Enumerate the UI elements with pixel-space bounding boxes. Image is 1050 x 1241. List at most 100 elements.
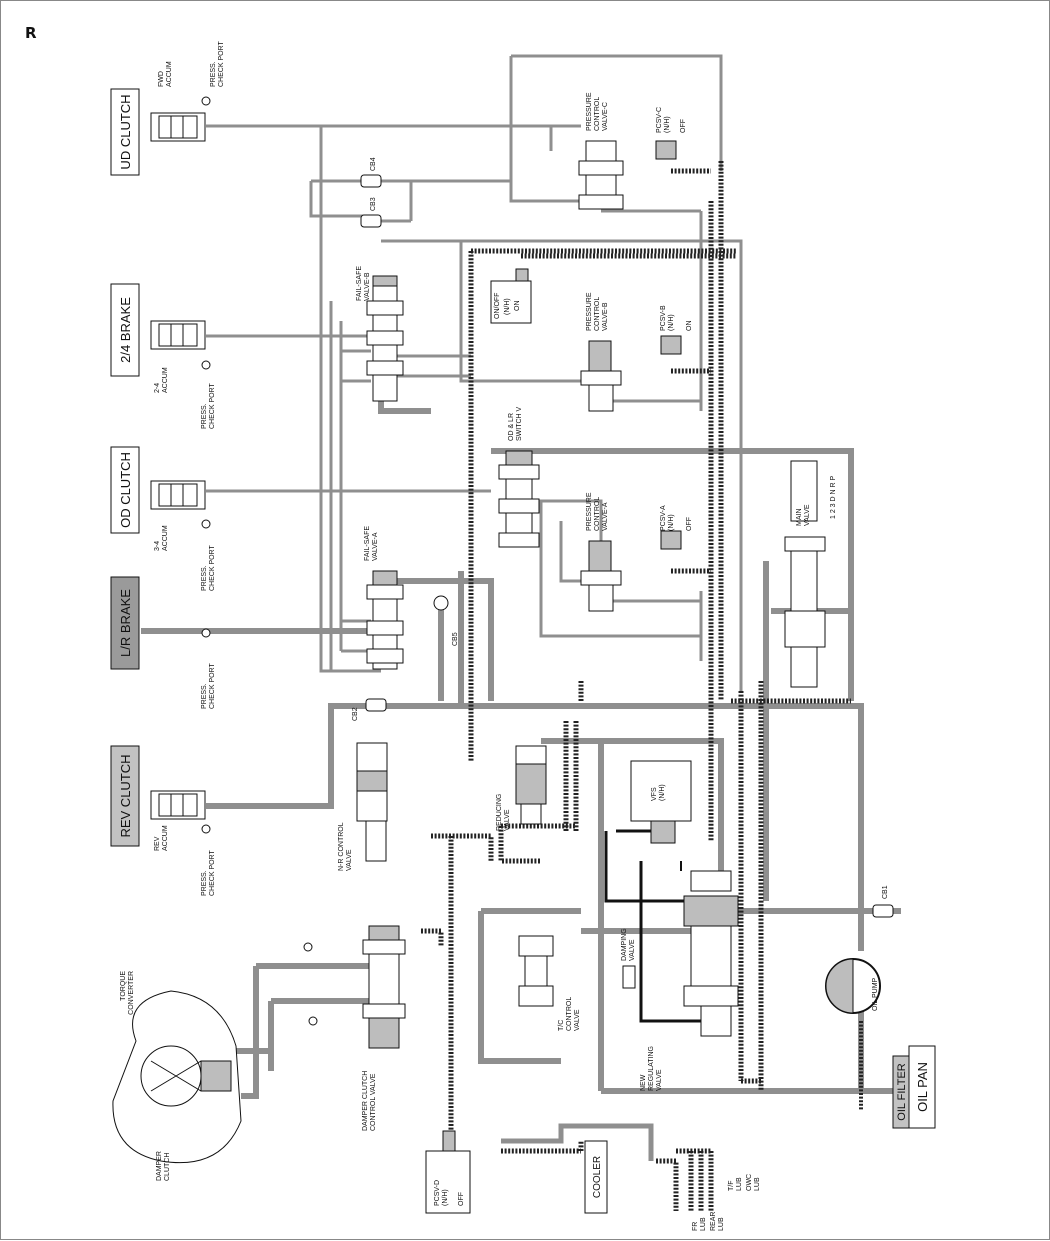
svg-text:DAMPER: DAMPER — [156, 1151, 163, 1181]
svg-text:REDUCING: REDUCING — [496, 794, 503, 831]
reducing-valve: REDUCING VALVE — [496, 745, 547, 831]
svg-text:ON/OFF: ON/OFF — [494, 293, 501, 319]
od-clutch[interactable]: OD CLUTCH — [110, 446, 140, 534]
svg-text:PCSV-B: PCSV-B — [660, 305, 667, 331]
lubrication-outlets: FR LUB REAR LUB T/F LUB OWC LUB — [692, 1174, 761, 1231]
vfs-solenoid: VFS (N/H) — [630, 760, 692, 844]
svg-text:REV: REV — [154, 836, 161, 851]
svg-text:FAIL-SAFE: FAIL-SAFE — [356, 266, 363, 301]
svg-text:OIL FILTER: OIL FILTER — [896, 1063, 908, 1121]
svg-text:PRESSURE: PRESSURE — [586, 92, 593, 131]
od-lr-switch-valve: OD & LR SWITCH V — [498, 406, 540, 548]
svg-text:UD CLUTCH: UD CLUTCH — [118, 94, 133, 169]
svg-text:CB5: CB5 — [452, 632, 459, 646]
svg-text:PRESS.: PRESS. — [201, 870, 208, 896]
torque-converter: TORQUE CONVERTER DAMPER CLUTCH — [112, 971, 242, 1181]
svg-text:ACCUM: ACCUM — [162, 367, 169, 393]
svg-text:OIL PAN: OIL PAN — [915, 1062, 930, 1112]
check-ball-cb3: CB3 — [360, 197, 382, 228]
main-valve: MAIN VALVE 1 2 3 D N R P — [784, 460, 837, 688]
svg-text:CHECK PORT: CHECK PORT — [209, 663, 216, 709]
svg-text:(N/H): (N/H) — [659, 784, 666, 801]
pressure-control-valve-a: PRESSURE CONTROL VALVE-A PCSV-A (N/H) OF… — [580, 492, 693, 612]
svg-text:T/C: T/C — [558, 1020, 565, 1031]
accumulator-34: 3-4 ACCUM PRESS. CHECK PORT — [150, 480, 216, 591]
check-ball-cb4: CB4 — [360, 157, 382, 188]
svg-text:CONTROL: CONTROL — [566, 997, 573, 1031]
svg-text:L/R BRAKE: L/R BRAKE — [118, 589, 133, 657]
fail-safe-valve-b: FAIL-SAFE VALVE-B — [356, 266, 404, 402]
svg-text:CB3: CB3 — [370, 197, 377, 211]
brake-24[interactable]: 2/4 BRAKE — [110, 283, 140, 377]
svg-text:VALVE: VALVE — [629, 939, 636, 961]
svg-text:FWD: FWD — [158, 71, 165, 87]
svg-text:CONTROL: CONTROL — [594, 297, 601, 331]
corner-mark: R — [25, 24, 37, 42]
svg-text:VALVE: VALVE — [656, 1069, 663, 1091]
svg-text:(N/H): (N/H) — [668, 314, 675, 331]
pressure-control-valve-c: PRESSURE CONTROL VALVE-C PCSV-C (N/H) OF… — [578, 92, 687, 210]
svg-text:PCSV-D: PCSV-D — [434, 1180, 441, 1206]
svg-text:LUB: LUB — [718, 1217, 725, 1231]
svg-text:VALVE-B: VALVE-B — [364, 272, 371, 301]
svg-text:2/4 BRAKE: 2/4 BRAKE — [118, 297, 133, 363]
svg-text:OIL PUMP: OIL PUMP — [872, 977, 879, 1011]
svg-text:SWITCH V: SWITCH V — [516, 406, 523, 441]
accumulator-24: 2-4 ACCUM PRESS. CHECK PORT — [150, 320, 216, 429]
svg-text:PCSV-A: PCSV-A — [660, 505, 667, 531]
svg-text:FR: FR — [692, 1222, 699, 1231]
svg-text:FAIL-SAFE: FAIL-SAFE — [364, 526, 371, 561]
svg-text:ON: ON — [686, 321, 693, 332]
oil-pump: OIL PUMP — [825, 958, 881, 1014]
svg-text:3-4: 3-4 — [154, 541, 161, 551]
oil-filter[interactable]: OIL FILTER — [892, 1055, 910, 1129]
svg-text:OWC: OWC — [746, 1174, 753, 1191]
svg-text:VALVE-A: VALVE-A — [602, 502, 609, 531]
svg-text:CONTROL VALVE: CONTROL VALVE — [370, 1073, 377, 1131]
svg-text:OFF: OFF — [458, 1192, 465, 1206]
svg-text:(N/H): (N/H) — [664, 116, 671, 133]
svg-text:OD & LR: OD & LR — [508, 413, 515, 441]
svg-text:REAR: REAR — [710, 1212, 717, 1231]
svg-text:VALVE: VALVE — [504, 809, 511, 831]
svg-text:NEW: NEW — [640, 1074, 647, 1091]
damper-clutch-control-valve: DAMPER CLUTCH CONTROL VALVE — [303, 925, 406, 1131]
rev-clutch[interactable]: REV CLUTCH — [110, 745, 140, 847]
svg-text:(N/H): (N/H) — [504, 298, 511, 315]
check-ball-cb2: CB2 — [352, 698, 387, 721]
svg-text:VALVE: VALVE — [574, 1009, 581, 1031]
svg-text:CB4: CB4 — [370, 157, 377, 171]
check-ball-cb5: CB5 — [433, 595, 459, 646]
svg-text:PRESS.: PRESS. — [210, 61, 217, 87]
svg-text:TORQUE: TORQUE — [120, 971, 127, 1001]
svg-text:REGULATING: REGULATING — [648, 1046, 655, 1091]
svg-text:CHECK PORT: CHECK PORT — [209, 545, 216, 591]
svg-text:ACCUM: ACCUM — [162, 825, 169, 851]
hatched-lines — [421, 161, 863, 1211]
svg-text:PRESS.: PRESS. — [201, 403, 208, 429]
svg-text:ACCUM: ACCUM — [166, 61, 173, 87]
ud-clutch[interactable]: UD CLUTCH — [110, 88, 140, 176]
svg-text:CB1: CB1 — [882, 885, 889, 899]
svg-text:PRESSURE: PRESSURE — [586, 292, 593, 331]
fwd-accumulator: FWD ACCUM PRESS. CHECK PORT — [150, 41, 225, 142]
svg-text:DAMPING: DAMPING — [621, 928, 628, 961]
cooler[interactable]: COOLER — [584, 1140, 608, 1214]
svg-text:LUB: LUB — [736, 1177, 743, 1191]
check-ball-cb1: CB1 — [872, 885, 894, 918]
oil-pan[interactable]: OIL PAN — [908, 1045, 936, 1129]
svg-text:DAMPER CLUTCH: DAMPER CLUTCH — [362, 1071, 369, 1131]
onoff-solenoid: ON/OFF (N/H) ON — [490, 268, 532, 324]
svg-text:ACCUM: ACCUM — [162, 525, 169, 551]
pressure-control-valve-b: PRESSURE CONTROL VALVE-B PCSV-B (N/H) ON — [580, 292, 693, 412]
svg-text:VALVE-B: VALVE-B — [602, 302, 609, 331]
svg-text:ON: ON — [514, 301, 521, 312]
svg-text:PRESS.: PRESS. — [201, 565, 208, 591]
svg-text:PRESSURE: PRESSURE — [586, 492, 593, 531]
tc-control-valve: T/C CONTROL VALVE — [518, 935, 581, 1031]
lr-brake[interactable]: L/R BRAKE — [110, 576, 140, 670]
nr-control-valve: N-R CONTROL VALVE — [338, 742, 388, 871]
lr-press-check: PRESS. CHECK PORT — [201, 628, 216, 709]
